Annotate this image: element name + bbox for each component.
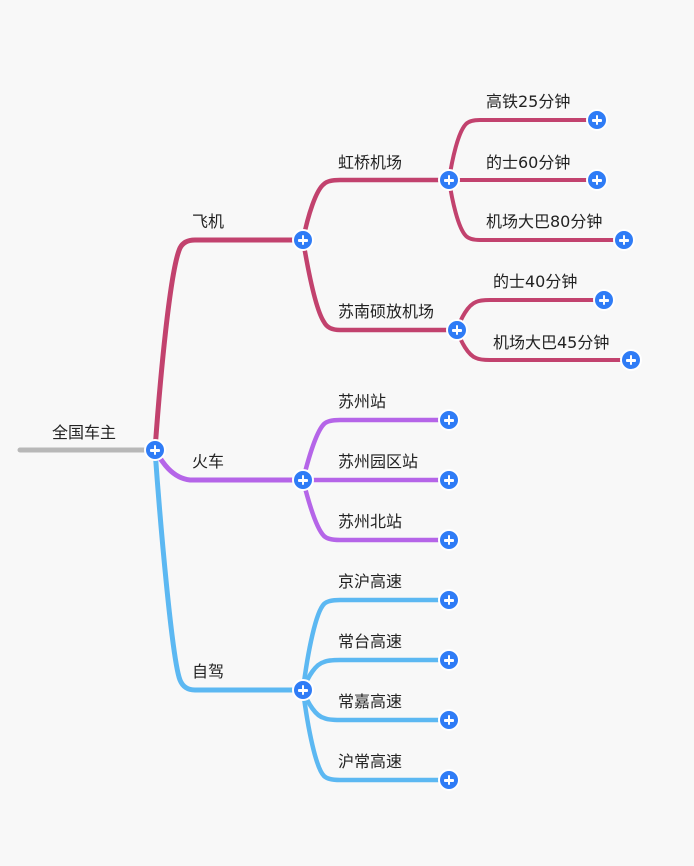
leaf-taxi-60-expand-button[interactable] [586, 169, 608, 191]
node-suzhou-park-station-expand-button[interactable] [438, 469, 460, 491]
huchang-connector [300, 687, 452, 783]
sunan-connector [300, 237, 460, 333]
node-changjia-expressway-label: 常嘉高速 [338, 692, 403, 711]
node-huchang-expressway-label: 沪常高速 [338, 752, 403, 771]
hsr-25-connector [447, 118, 599, 182]
plane-connector [152, 237, 306, 453]
node-suzhou-park-station-label: 苏州园区站 [338, 452, 419, 471]
node-suzhou-station-label: 苏州站 [338, 392, 387, 411]
leaf-hsr-25-expand-button[interactable] [586, 109, 608, 131]
node-jinghu-expressway-expand-button[interactable] [438, 589, 460, 611]
root-node-label: 全国车主 [52, 423, 117, 442]
node-changtai-expressway-expand-button[interactable] [438, 649, 460, 671]
branch-train-expand-button[interactable] [292, 469, 314, 491]
leaf-bus-45-label: 机场大巴45分钟 [493, 333, 610, 352]
node-changjia-expressway-expand-button[interactable] [438, 709, 460, 731]
changtai-connector [300, 657, 452, 693]
node-hongqiao-airport-label: 虹桥机场 [338, 153, 403, 172]
leaf-bus-80-label: 机场大巴80分钟 [486, 212, 603, 231]
node-hongqiao-airport-expand-button[interactable] [438, 169, 460, 191]
leaf-bus-80-expand-button[interactable] [613, 229, 635, 251]
node-huchang-expressway-expand-button[interactable] [438, 769, 460, 791]
node-jinghu-expressway-label: 京沪高速 [338, 572, 403, 591]
suzhou-north-station-connector [300, 477, 452, 543]
bus-45-connector [455, 328, 633, 362]
branch-train-label: 火车 [192, 452, 225, 471]
branch-car-label: 自驾 [192, 662, 225, 681]
node-suzhou-north-station-expand-button[interactable] [438, 529, 460, 551]
node-suzhou-north-station-label: 苏州北站 [338, 512, 403, 531]
node-changtai-expressway-label: 常台高速 [338, 632, 403, 651]
hongqiao-connector [300, 177, 452, 243]
leaf-bus-45-expand-button[interactable] [620, 349, 642, 371]
jinghu-connector [300, 597, 452, 693]
train-connector [152, 447, 306, 483]
suzhou-station-connector [300, 417, 452, 483]
bus-80-connector [447, 178, 626, 242]
taxi-40-connector [455, 298, 606, 332]
changjia-connector [300, 687, 452, 723]
leaf-hsr-25-label: 高铁25分钟 [486, 92, 571, 111]
root-expand-button[interactable] [144, 439, 166, 461]
leaf-taxi-40-expand-button[interactable] [593, 289, 615, 311]
node-sunan-airport-label: 苏南硕放机场 [338, 302, 435, 321]
branch-plane-expand-button[interactable] [292, 229, 314, 251]
branch-plane-label: 飞机 [192, 212, 225, 231]
leaf-taxi-40-label: 的士40分钟 [493, 272, 578, 291]
node-sunan-airport-expand-button[interactable] [446, 319, 468, 341]
car-connector [152, 447, 306, 693]
node-suzhou-station-expand-button[interactable] [438, 409, 460, 431]
leaf-taxi-60-label: 的士60分钟 [486, 153, 571, 172]
branch-car-expand-button[interactable] [292, 679, 314, 701]
